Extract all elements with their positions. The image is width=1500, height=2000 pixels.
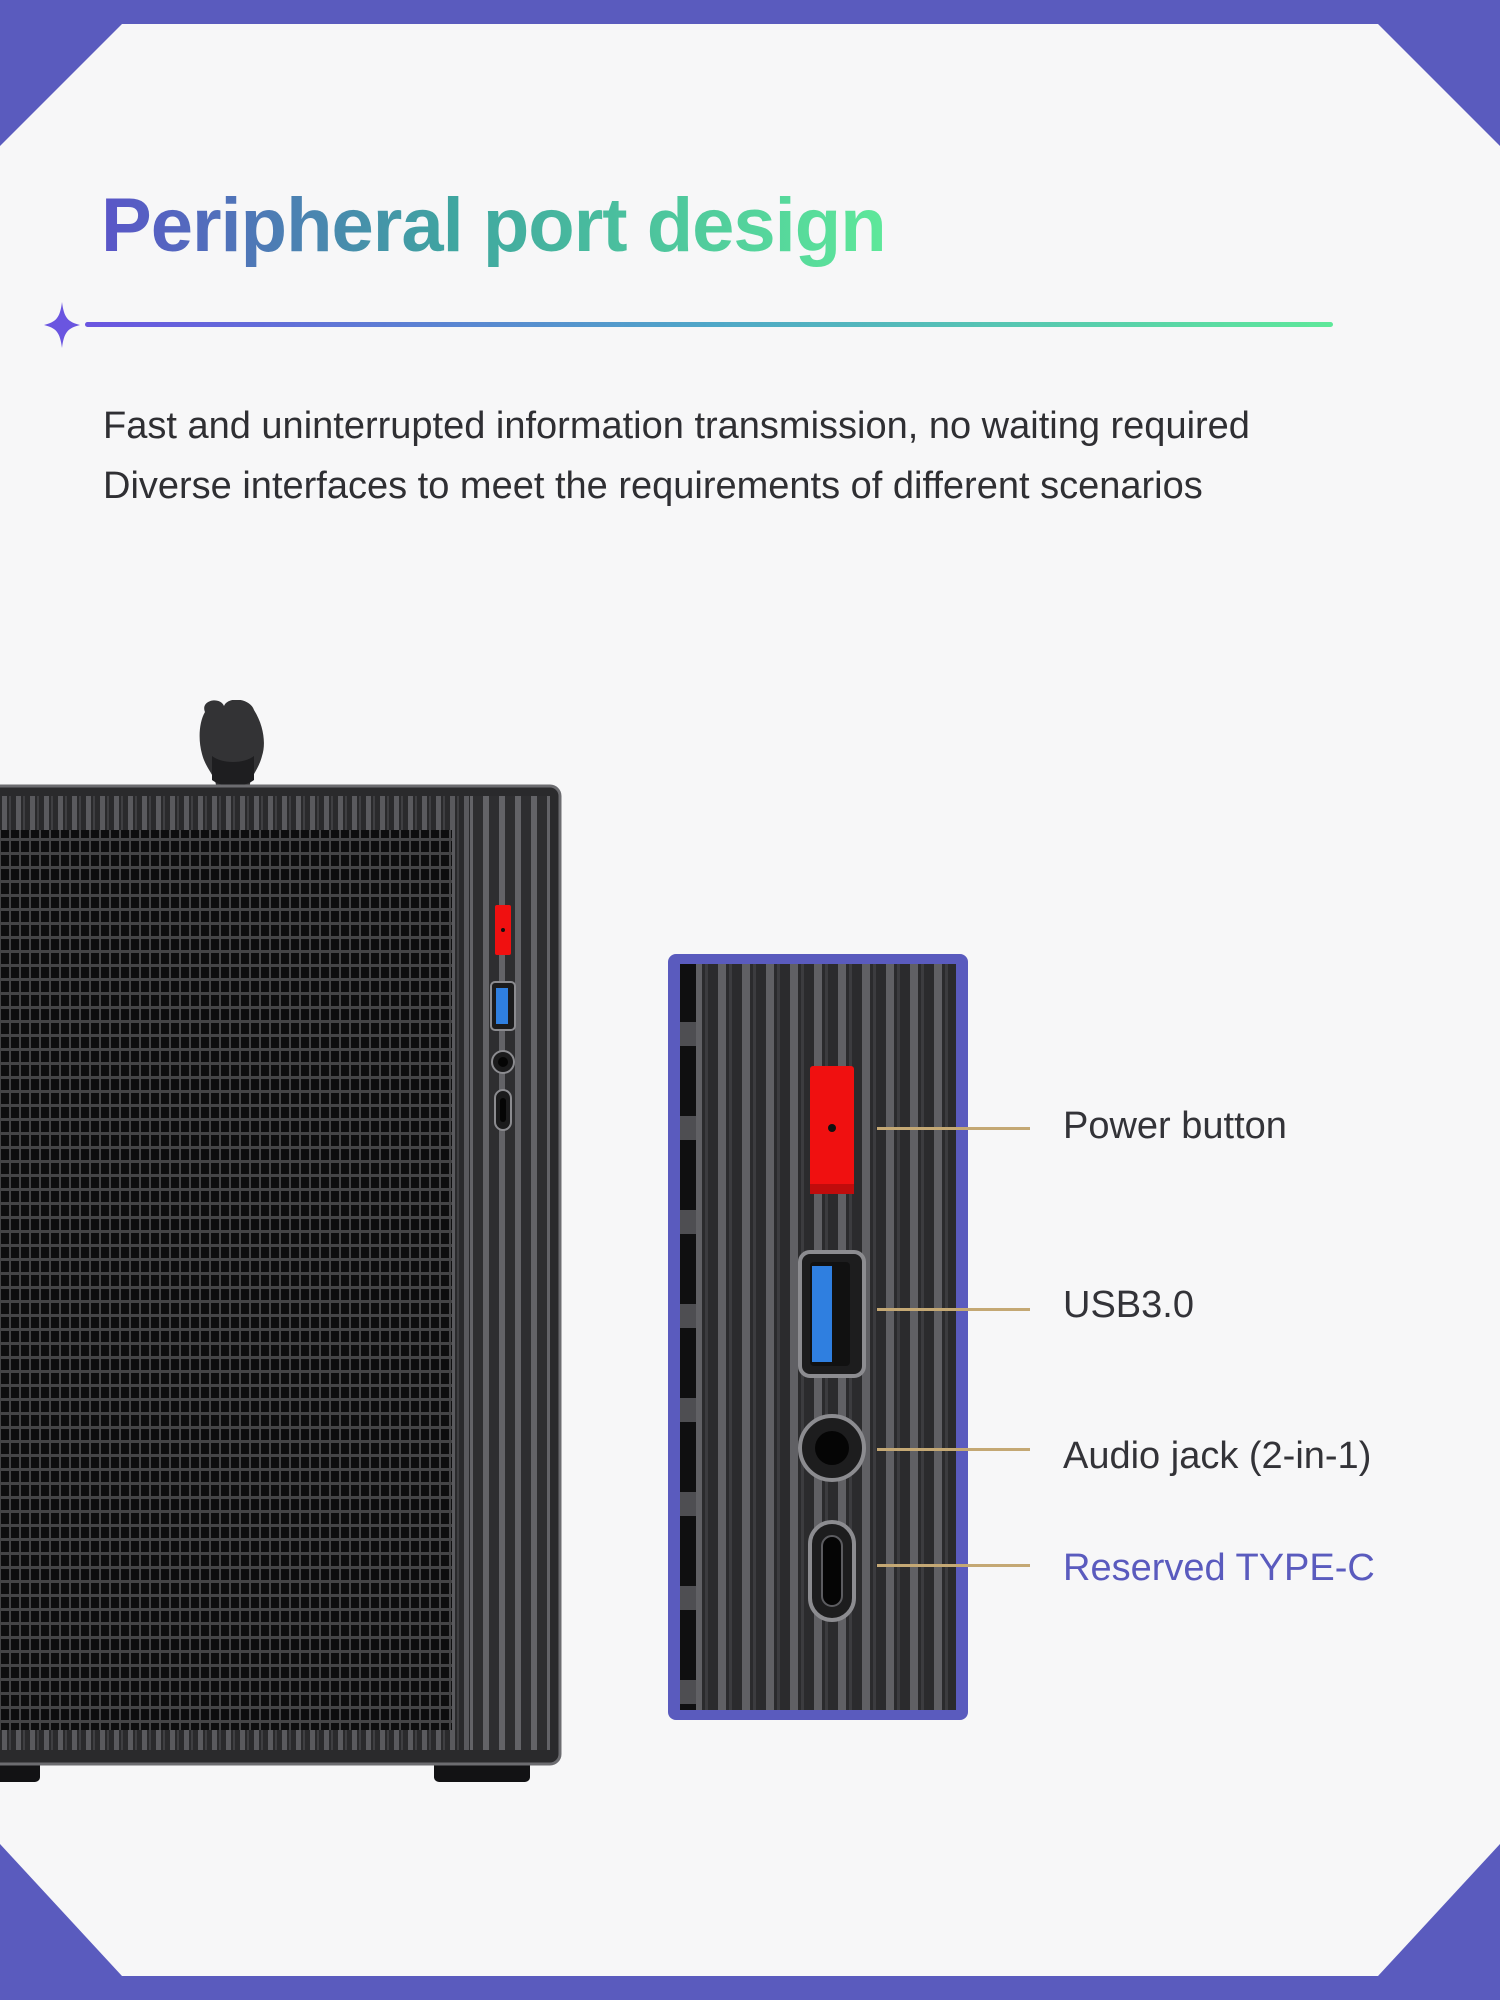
- label-power-button: Power button: [1063, 1105, 1287, 1147]
- label-usb: USB3.0: [1063, 1284, 1194, 1326]
- mini-pc-illustration: [0, 700, 562, 1782]
- foot: [0, 1760, 40, 1782]
- sparkle-icon: [44, 302, 80, 348]
- leader-line-audio: [877, 1448, 1030, 1451]
- title-part-1: Peripheral: [101, 183, 463, 268]
- page-title: Peripheral port design: [101, 180, 886, 271]
- port-zoom-panel: [668, 954, 968, 1720]
- title-divider: [44, 302, 1333, 348]
- leader-line-usb: [877, 1308, 1030, 1311]
- subtitle-line-1: Fast and uninterrupted information trans…: [103, 405, 1250, 447]
- usb-port-icon: [496, 988, 508, 1024]
- leader-line-usb-c: [877, 1564, 1030, 1567]
- title-part-2: port design: [482, 183, 886, 268]
- label-type-c: Reserved TYPE-C: [1063, 1547, 1375, 1589]
- leader-line-power: [877, 1127, 1030, 1130]
- label-audio-jack: Audio jack (2-in-1): [1063, 1435, 1372, 1477]
- subtitle-line-2: Diverse interfaces to meet the requireme…: [103, 465, 1203, 507]
